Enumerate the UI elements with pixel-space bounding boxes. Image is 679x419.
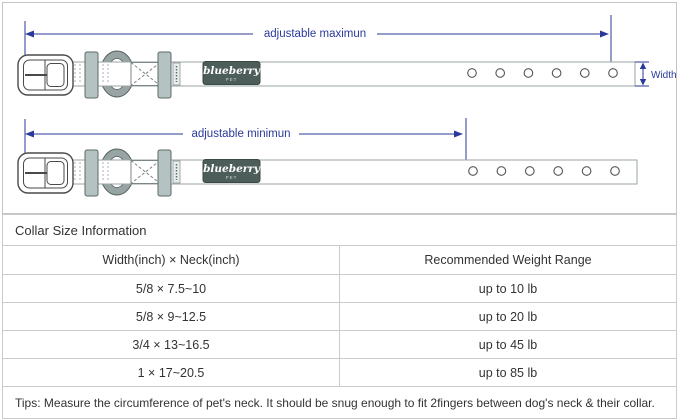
keeper-band [157,51,172,99]
size-value: 5/8 × 9~12.5 [2,302,340,331]
brand-name: blueberry [203,163,261,175]
arrowhead-left-min [25,130,34,138]
brand-label: blueberry PET [202,159,261,183]
table-header-row: Width(inch) × Neck(inch) Recommended Wei… [2,245,677,275]
adjustment-holes [467,68,618,78]
table-tips-row: Tips: Measure the circumference of pet's… [2,386,677,419]
brand-name: blueberry [203,65,261,77]
arrowhead-right-min [454,130,463,138]
width-label: Width [651,70,676,81]
table-title-row: Collar Size Information [2,214,677,246]
width-dimension [635,61,649,87]
keeper-band [84,51,99,99]
table-row: 5/8 × 9~12.5 up to 20 lb [2,302,677,331]
woven-tag [172,62,181,86]
table-row: 1 × 17~20.5 up to 85 lb [2,358,677,387]
table-row: 3/4 × 13~16.5 up to 45 lb [2,330,677,359]
brand-label: blueberry PET [202,61,261,85]
arrowhead-right-max [600,30,609,38]
size-value: 3/4 × 13~16.5 [2,330,340,359]
size-value: 1 × 17~20.5 [2,358,340,387]
woven-tag [172,160,181,184]
adjustment-holes [468,166,620,176]
tips-text: Tips: Measure the circumference of pet's… [2,386,677,419]
collar-diagram: adjustable maximun blueberry PET [2,2,677,214]
keeper-band [84,149,99,197]
column-header-weight: Recommended Weight Range [339,245,677,275]
column-header-size: Width(inch) × Neck(inch) [2,245,340,275]
table-title: Collar Size Information [2,214,677,246]
collar-max-dimension [24,15,612,62]
keeper-band [157,149,172,197]
weight-value: up to 85 lb [339,358,677,387]
width-arrow-up [639,62,647,69]
arrowhead-left-max [25,30,34,38]
collar-size-table: Collar Size Information Width(inch) × Ne… [2,214,677,419]
width-arrow-down [639,79,647,86]
brand-sub: PET [226,175,238,180]
brand-sub: PET [226,77,238,82]
x-stitch-box [130,62,161,86]
x-stitch-box [130,160,161,184]
weight-value: up to 10 lb [339,274,677,303]
weight-value: up to 20 lb [339,302,677,331]
buckle [17,152,74,194]
size-value: 5/8 × 7.5~10 [2,274,340,303]
buckle [17,54,74,96]
weight-value: up to 45 lb [339,330,677,359]
adjustable-minimum-label: adjustable minimun [191,128,290,140]
adjustable-maximum-label: adjustable maximun [264,28,366,40]
stitch-lines [74,64,109,84]
collar-diagram-svg: adjustable maximun blueberry PET [17,15,676,197]
stitch-lines [74,162,109,182]
table-row: 5/8 × 7.5~10 up to 10 lb [2,274,677,303]
